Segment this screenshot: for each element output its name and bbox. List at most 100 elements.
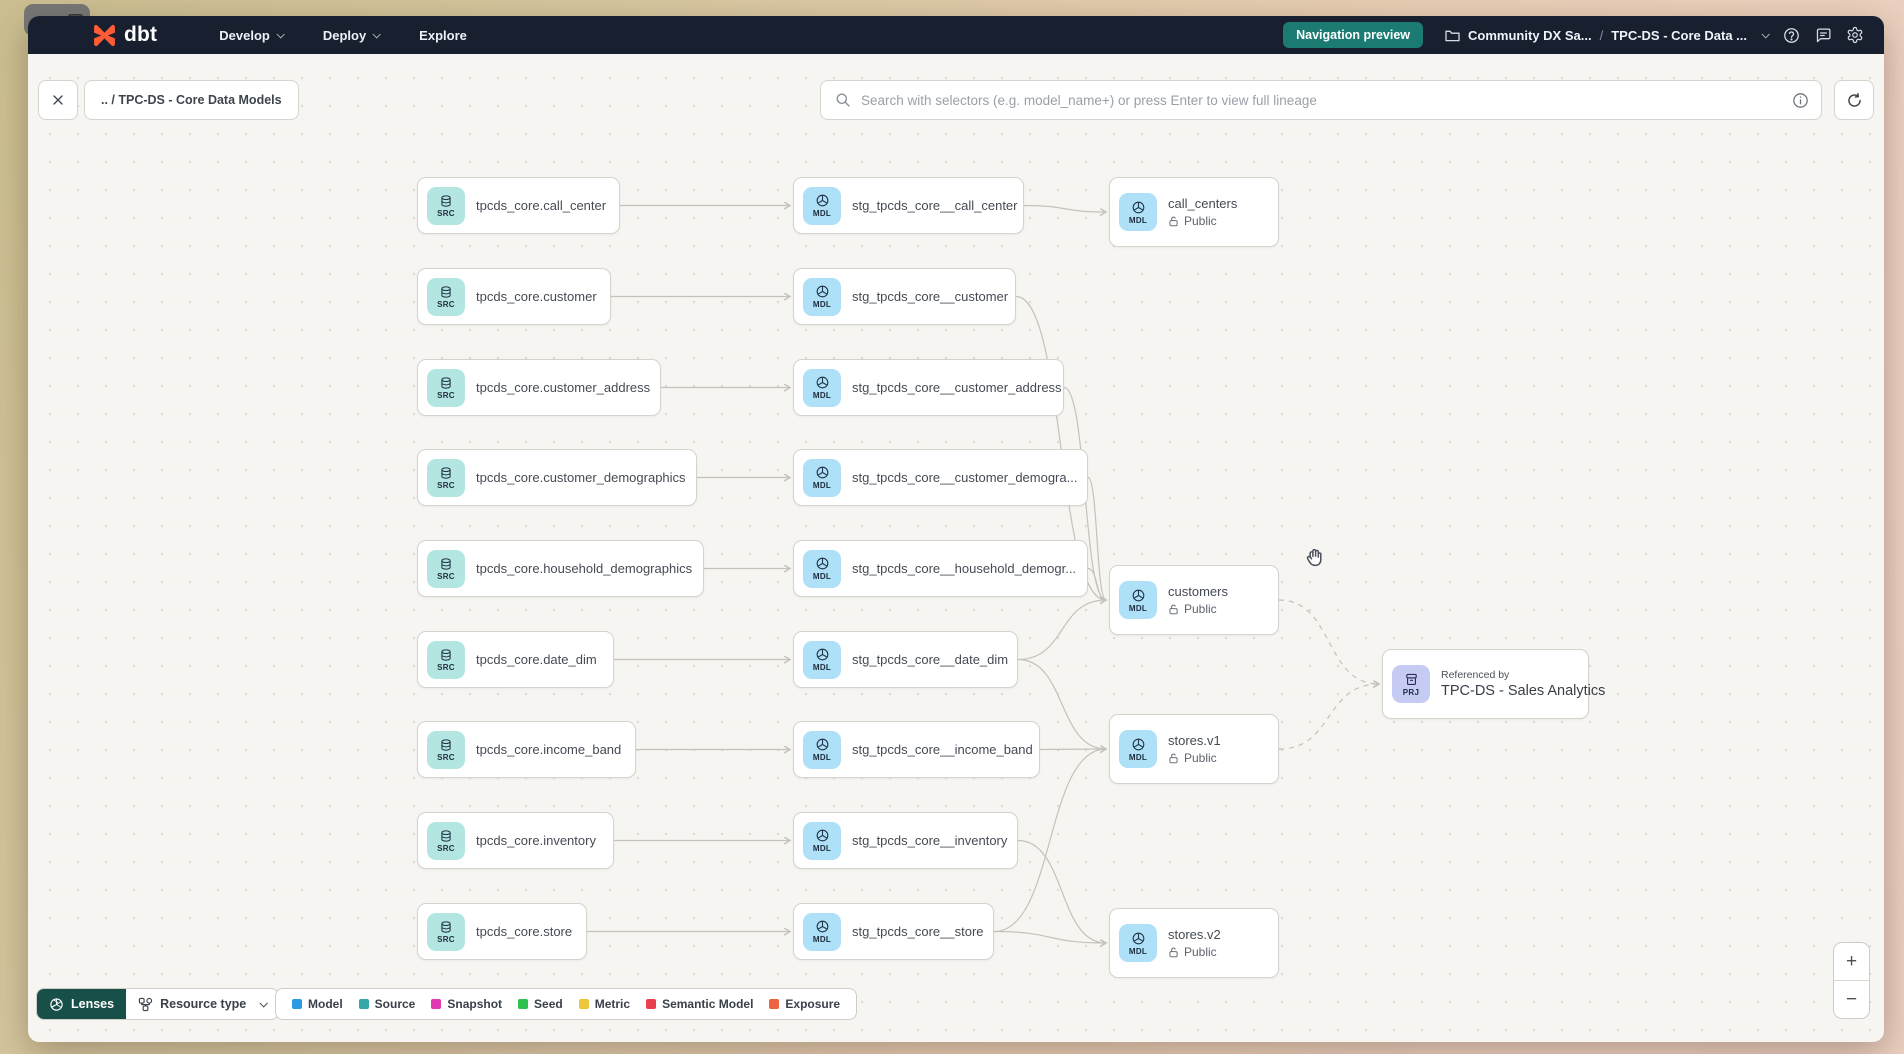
node-label: tpcds_core.date_dim xyxy=(476,652,597,667)
mdl-tile: MDL xyxy=(803,186,841,225)
edge-m5-r2 xyxy=(1087,567,1106,601)
node-label: stg_tpcds_core__date_dim xyxy=(852,652,1009,667)
public-lock-icon xyxy=(1169,216,1178,226)
chevron-down-icon[interactable] xyxy=(1761,30,1770,39)
model-cube-icon xyxy=(816,376,828,389)
nav-item-explore[interactable]: Explore xyxy=(419,27,467,43)
graph-node-m6[interactable]: MDL stg_tpcds_core__date_dim xyxy=(793,631,1018,688)
settings-gear-icon[interactable] xyxy=(1846,26,1864,44)
lenses-icon xyxy=(50,997,63,1011)
node-pre-label: Referenced by xyxy=(1441,669,1510,681)
project-archive-icon xyxy=(1405,673,1417,685)
search-input[interactable] xyxy=(861,92,1783,108)
edge-m7-r3 xyxy=(1039,749,1106,750)
refresh-lineage-button[interactable] xyxy=(1834,80,1874,120)
lenses-button[interactable]: Lenses xyxy=(37,989,127,1019)
node-label: call_centers xyxy=(1168,196,1238,211)
node-access-badge: Public xyxy=(1168,602,1228,616)
model-cube-icon xyxy=(816,829,828,842)
feedback-icon[interactable] xyxy=(1814,26,1832,44)
breadcrumb-project[interactable]: Community DX Sa... xyxy=(1468,27,1592,43)
nav-item-develop[interactable]: Develop xyxy=(219,28,285,43)
node-label: stores.v2 xyxy=(1168,927,1221,942)
database-icon xyxy=(441,648,451,661)
node-access-badge: Public xyxy=(1168,214,1237,228)
src-tile: SRC xyxy=(427,549,465,588)
tile-label: SRC xyxy=(437,843,455,853)
model-cube-icon xyxy=(1132,738,1144,750)
dbt-logo-text: dbt xyxy=(124,23,158,46)
model-cube-icon xyxy=(816,920,828,933)
mdl-tile: MDL xyxy=(1119,581,1157,619)
legend-swatch xyxy=(292,999,302,1009)
app-window: dbt Develop Deploy Explore Navigation pr… xyxy=(28,16,1884,1042)
model-cube-icon xyxy=(1132,201,1144,213)
legend-swatch xyxy=(578,999,589,1009)
database-icon xyxy=(441,557,451,570)
graph-node-m2[interactable]: MDL stg_tpcds_core__customer xyxy=(793,268,1016,325)
node-label: stg_tpcds_core__customer xyxy=(852,289,1009,304)
breadcrumb-page[interactable]: TPC-DS - Core Data ... xyxy=(1611,27,1747,43)
model-cube-icon xyxy=(816,648,828,661)
nav-item-deploy[interactable]: Deploy xyxy=(323,28,382,43)
tile-label: MDL xyxy=(812,663,832,672)
navigation-preview-button[interactable]: Navigation preview xyxy=(1283,22,1424,48)
resource-type-icon xyxy=(138,997,153,1011)
zoom-in-button[interactable]: + xyxy=(1845,950,1858,972)
legend-item-metric: Metric xyxy=(578,997,630,1011)
info-icon[interactable] xyxy=(1792,92,1809,109)
zoom-out-button[interactable]: − xyxy=(1845,988,1858,1010)
nav-menu: Develop Deploy Explore xyxy=(219,28,467,43)
node-access-badge: Public xyxy=(1168,751,1221,765)
node-label: customers xyxy=(1168,584,1228,599)
edge-m4-r2 xyxy=(1087,476,1106,601)
mdl-tile: MDL xyxy=(803,277,841,316)
breadcrumb: Community DX Sa... / TPC-DS - Core Data … xyxy=(1445,27,1770,43)
tile-label: MDL xyxy=(812,844,832,853)
lineage-breadcrumb-chip[interactable]: .. / TPC-DS - Core Data Models xyxy=(84,80,299,120)
dbt-logo[interactable]: dbt xyxy=(92,23,157,48)
close-lineage-button[interactable] xyxy=(38,80,78,120)
tile-label: SRC xyxy=(437,571,455,581)
help-icon[interactable] xyxy=(1782,26,1800,44)
tile-label: MDL xyxy=(1128,215,1148,225)
public-lock-icon xyxy=(1169,947,1178,957)
close-icon xyxy=(53,95,63,105)
resource-type-label: Resource type xyxy=(160,997,247,1011)
legend-item-snapshot: Snapshot xyxy=(431,997,502,1011)
breadcrumb-separator: / xyxy=(1599,27,1604,43)
src-tile: SRC xyxy=(427,368,465,407)
src-tile: SRC xyxy=(427,730,465,769)
node-label: stg_tpcds_core__household_demogr... xyxy=(852,561,1077,576)
resource-type-dropdown[interactable]: Resource type xyxy=(126,989,278,1019)
lenses-label: Lenses xyxy=(71,997,115,1011)
legend-item-semantic-model: Semantic Model xyxy=(646,997,753,1011)
model-cube-icon xyxy=(816,466,828,479)
src-tile: SRC xyxy=(427,186,465,225)
chevron-down-icon xyxy=(259,999,269,1008)
tile-label: SRC xyxy=(437,390,455,400)
